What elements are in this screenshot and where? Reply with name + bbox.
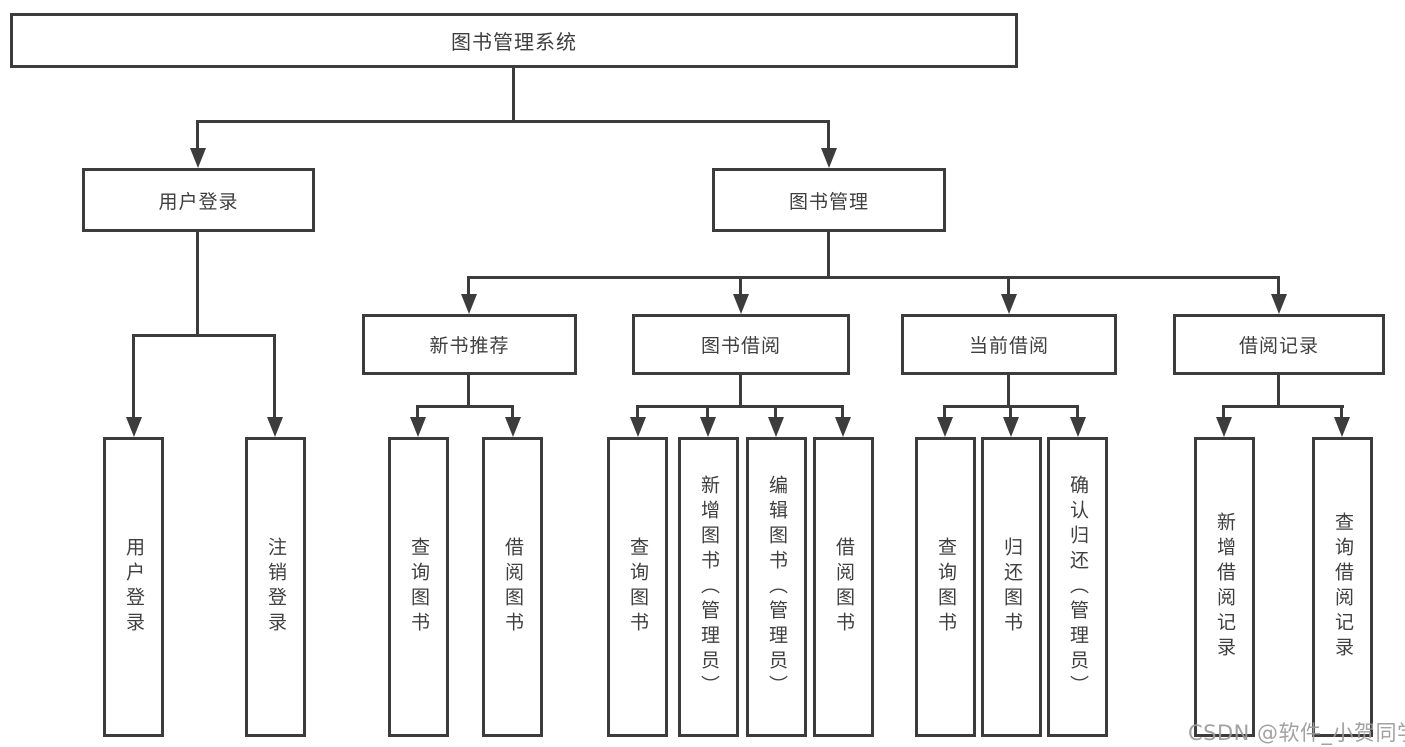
connector-book-management-drop (827, 232, 830, 278)
leaf-query-books-recommend: 查询图书 (388, 437, 449, 737)
arrow-down-book-management (820, 120, 837, 168)
connector-borrow-records-drop (1277, 375, 1280, 407)
arrow-down-borrow-records (1270, 276, 1287, 314)
arrow-down-leaf (1215, 405, 1232, 437)
node-user-login: 用户登录 (82, 168, 315, 232)
arrow-down-leaf (409, 405, 426, 437)
connector-book-management-bus (467, 276, 1280, 279)
leaf-borrow-books-recommend: 借阅图书 (482, 437, 543, 737)
arrow-down-leaf-user-login (125, 334, 142, 437)
connector-book-borrow-drop (739, 375, 742, 407)
connector-user-login-bus (132, 334, 276, 337)
leaf-add-borrow-record: 新增借阅记录 (1194, 437, 1255, 737)
connector-root-bus (196, 120, 830, 123)
node-library-management-system: 图书管理系统 (10, 13, 1018, 68)
arrow-down-new-book-recommend (460, 276, 477, 314)
arrow-down-leaf (936, 405, 953, 437)
leaf-logout: 注销登录 (245, 437, 306, 737)
connector-new-book-bus (416, 405, 514, 408)
arrow-down-leaf (767, 405, 784, 437)
connector-book-borrow-bus (636, 405, 844, 408)
connector-new-book-drop (467, 375, 470, 407)
node-book-management: 图书管理 (712, 168, 946, 232)
arrow-down-leaf-logout (266, 334, 283, 437)
node-current-borrow: 当前借阅 (901, 314, 1117, 375)
arrow-down-current-borrow (1000, 276, 1017, 314)
arrow-down-book-borrow (732, 276, 749, 314)
leaf-query-books-current: 查询图书 (915, 437, 976, 737)
leaf-edit-book-admin: 编辑图书（管理员） (746, 437, 807, 737)
leaf-query-books-borrow: 查询图书 (607, 437, 668, 737)
arrow-down-leaf (699, 405, 716, 437)
arrow-down-leaf (504, 405, 521, 437)
leaf-return-book: 归还图书 (981, 437, 1042, 737)
connector-root-drop (512, 68, 515, 121)
connector-user-login-drop (196, 232, 199, 336)
leaf-query-borrow-record: 查询借阅记录 (1312, 437, 1373, 737)
node-borrow-records: 借阅记录 (1173, 314, 1385, 375)
arrow-down-leaf (1069, 405, 1086, 437)
leaf-borrow-books: 借阅图书 (813, 437, 874, 737)
arrow-down-leaf (1333, 405, 1350, 437)
leaf-user-login: 用户登录 (103, 437, 164, 737)
leaf-add-book-admin: 新增图书（管理员） (678, 437, 739, 737)
connector-current-borrow-drop (1007, 375, 1010, 407)
arrow-down-leaf (629, 405, 646, 437)
arrow-down-leaf (834, 405, 851, 437)
node-new-book-recommend: 新书推荐 (362, 314, 577, 375)
arrow-down-leaf (1002, 405, 1019, 437)
csdn-watermark: CSDN @软件_小贺同学 (1188, 721, 1405, 745)
connector-borrow-records-bus (1222, 405, 1344, 408)
node-book-borrow: 图书借阅 (632, 314, 850, 375)
leaf-confirm-return-admin: 确认归还（管理员） (1047, 437, 1108, 737)
arrow-down-user-login (189, 120, 206, 168)
